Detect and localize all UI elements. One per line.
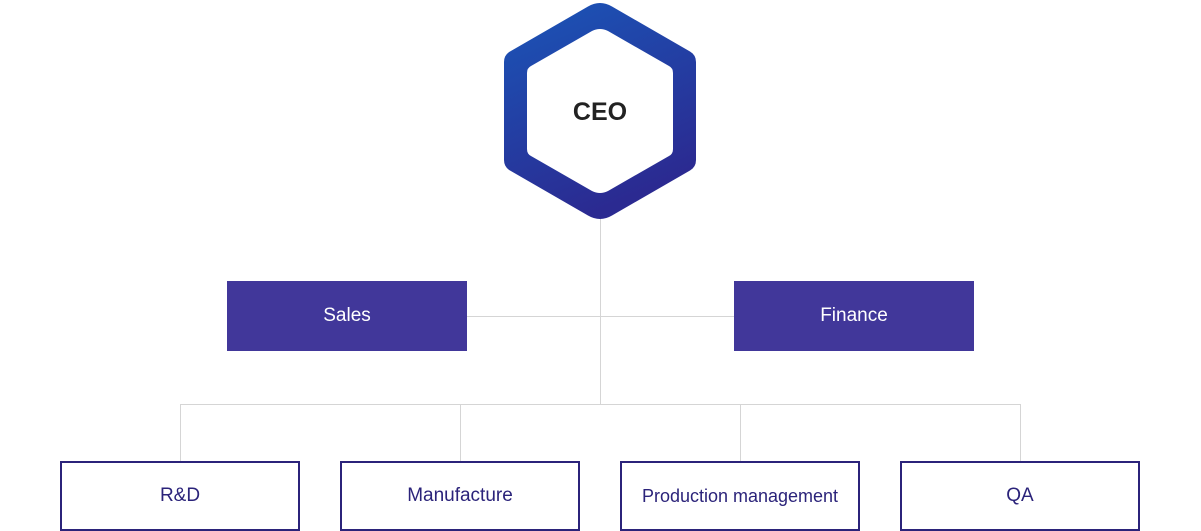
staff-box-finance: Finance <box>734 281 974 351</box>
department-box-qa: QA <box>900 461 1140 531</box>
department-box-manufacture: Manufacture <box>340 461 580 531</box>
department-box-production-management: Production management <box>620 461 860 531</box>
department-label: R&D <box>159 485 201 506</box>
department-label: QA <box>1006 485 1034 506</box>
ceo-hexagon-inner <box>527 29 673 193</box>
ceo-label: CEO <box>572 97 628 126</box>
department-label: Production management <box>641 485 839 506</box>
department-box-rnd: R&D <box>60 461 300 531</box>
staff-label: Sales <box>323 305 371 326</box>
department-label: Manufacture <box>407 485 513 506</box>
staff-box-sales: Sales <box>227 281 467 351</box>
staff-label: Finance <box>820 305 888 326</box>
